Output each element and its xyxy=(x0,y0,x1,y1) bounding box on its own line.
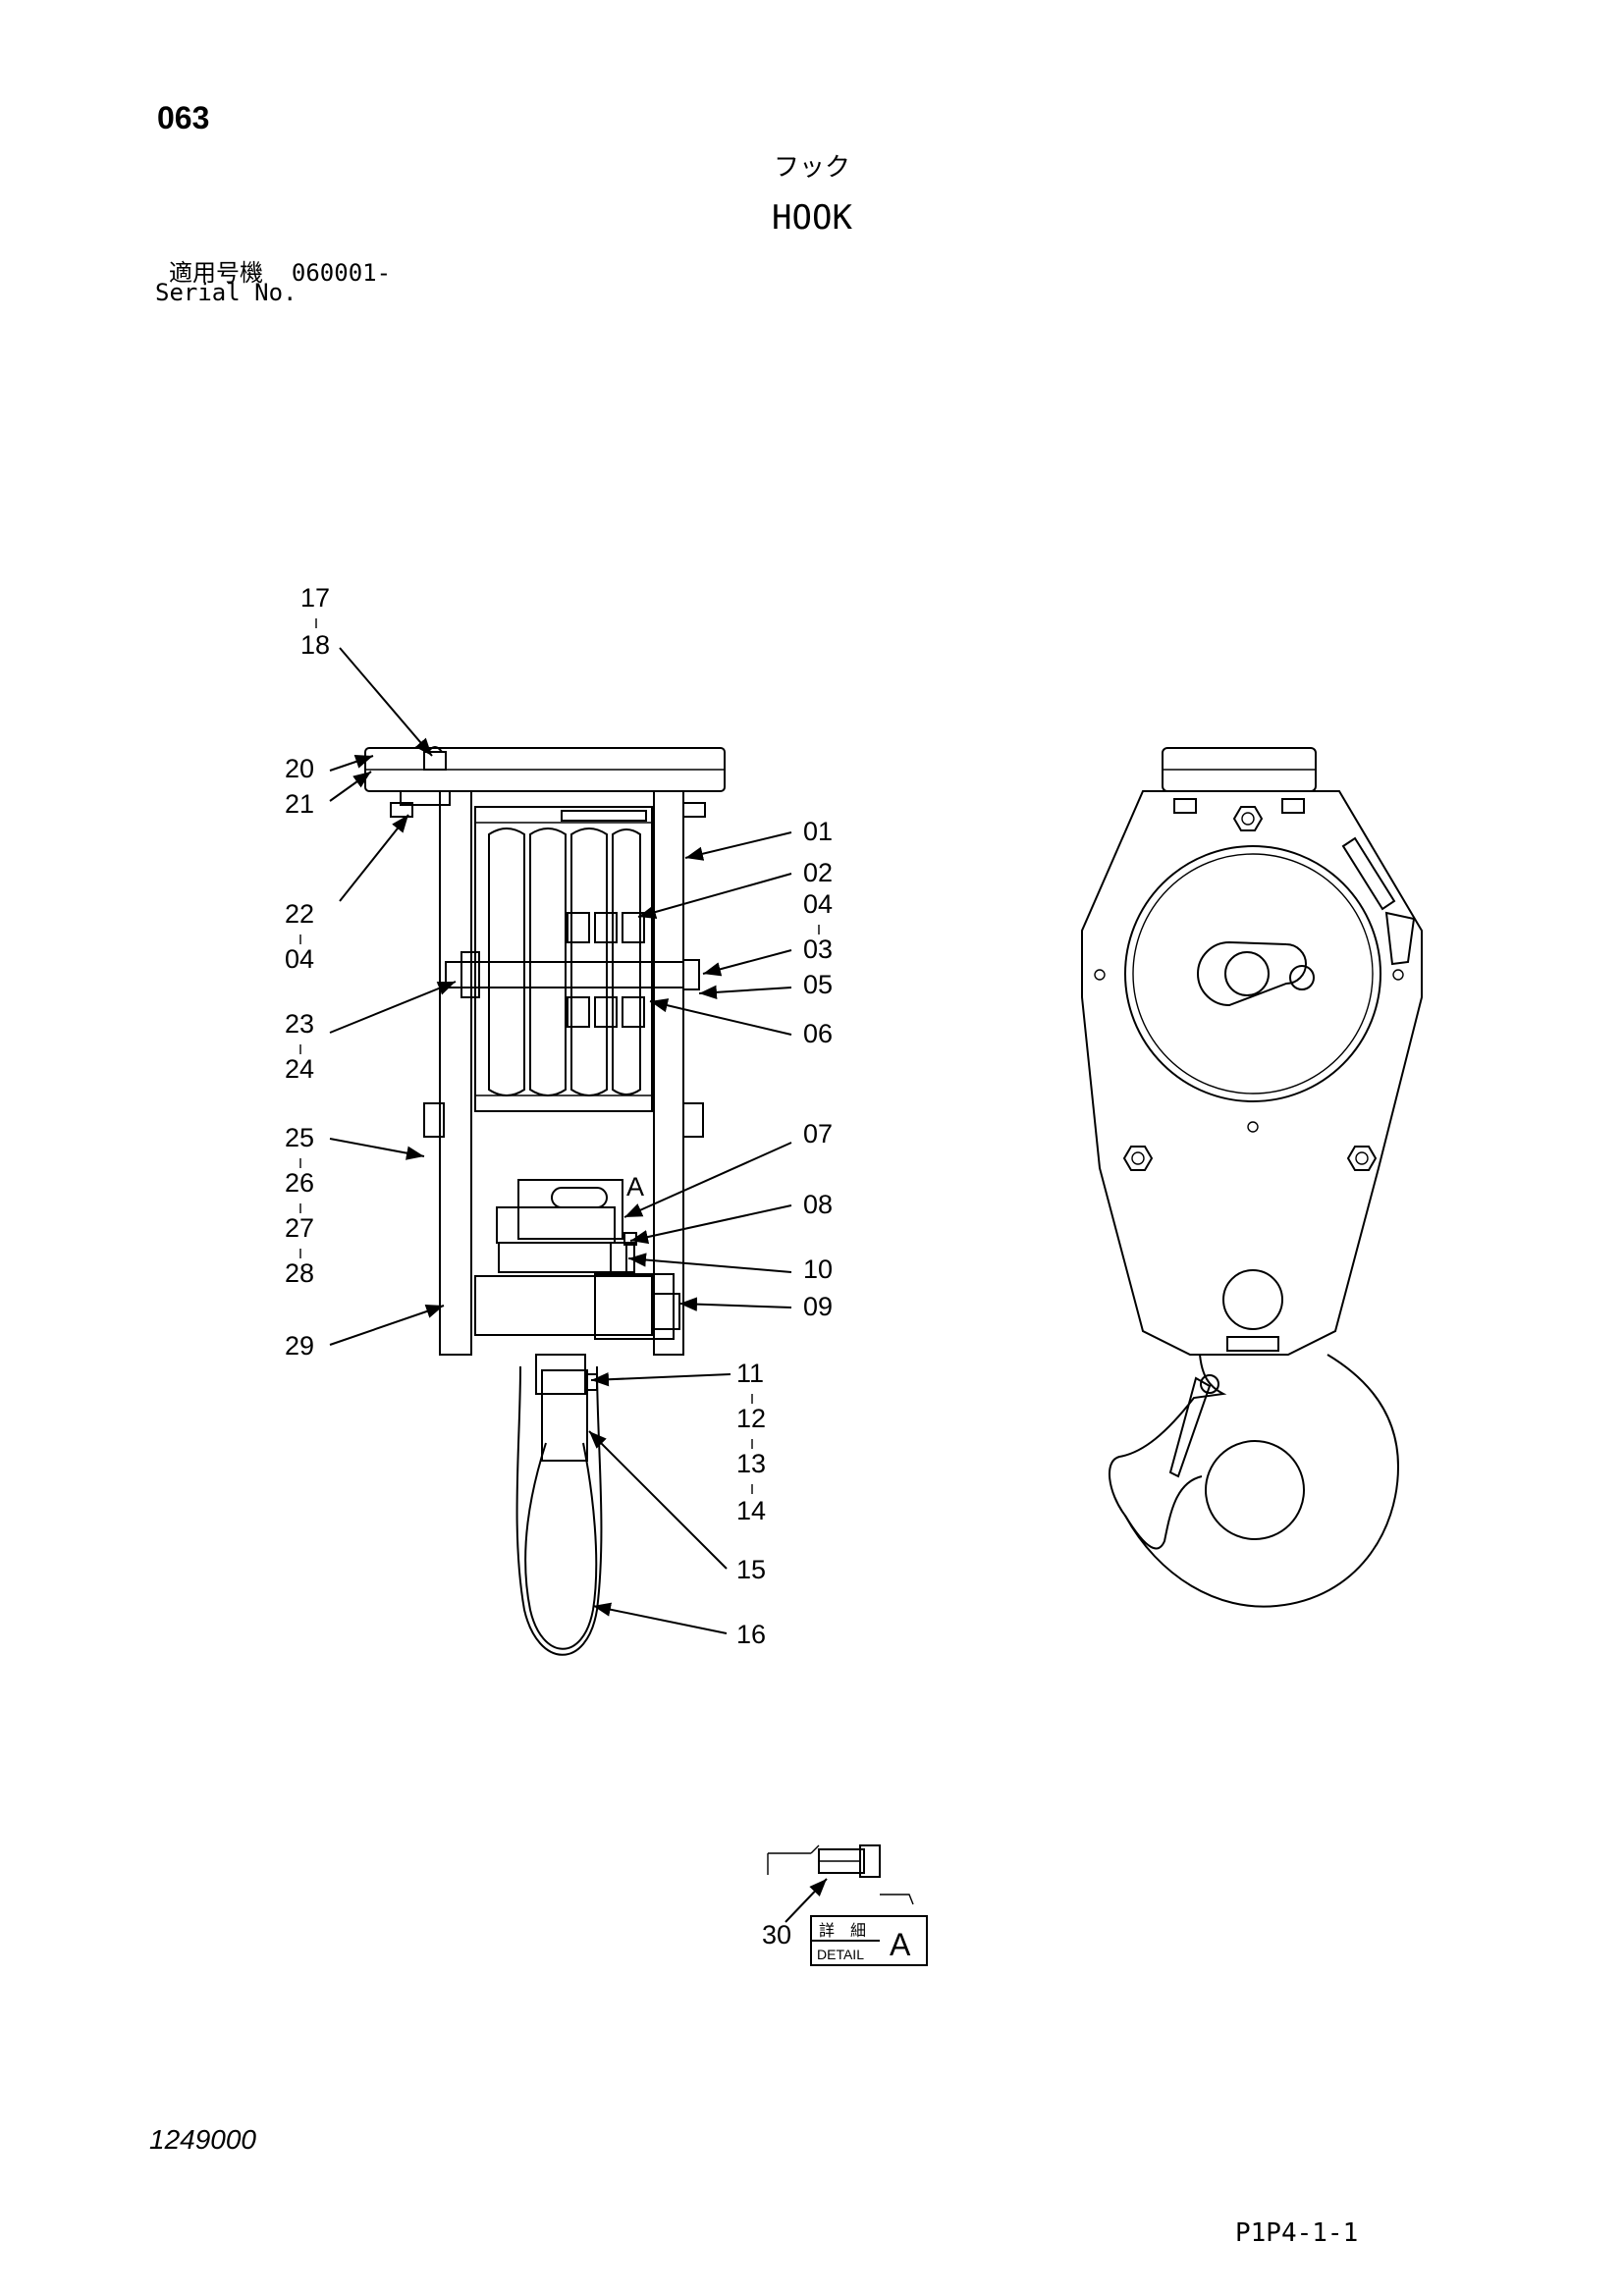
callout-30: 30 xyxy=(762,1920,791,1949)
callout-11: 11 xyxy=(736,1359,764,1388)
callout-label-a: A xyxy=(626,1172,644,1201)
page-code: P1P4-1-1 xyxy=(1235,2218,1359,2248)
callout-01: 01 xyxy=(803,817,833,846)
serial-line-japanese: 適用号機 060001- xyxy=(169,253,391,288)
callout-02: 02 xyxy=(803,858,833,887)
callout-04-right: 04 xyxy=(803,889,833,919)
callout-10: 10 xyxy=(803,1255,833,1284)
callout-08: 08 xyxy=(803,1190,833,1219)
detail-jp: 詳 細 xyxy=(819,1922,866,1940)
drawing-number: 1249000 xyxy=(149,2124,257,2155)
page-number: 063 xyxy=(157,100,210,135)
serial-label-jp: 適用号機 xyxy=(169,259,263,287)
callout-18: 18 xyxy=(300,630,330,660)
callout-04-left: 04 xyxy=(285,944,314,974)
title-japanese: フック xyxy=(773,153,850,183)
callout-03: 03 xyxy=(803,934,833,964)
callout-17: 17 xyxy=(300,583,330,613)
callout-13: 13 xyxy=(736,1449,766,1478)
callout-16: 16 xyxy=(736,1620,766,1649)
callout-27: 27 xyxy=(285,1213,314,1243)
callout-12: 12 xyxy=(736,1404,766,1433)
callout-numbers: 17 18 20 21 22 04 23 24 25 26 27 28 29 0… xyxy=(285,583,833,1649)
callout-15: 15 xyxy=(736,1555,766,1584)
detail-en: DETAIL xyxy=(817,1947,864,1962)
callout-07: 07 xyxy=(803,1119,833,1148)
side-view: A xyxy=(364,746,726,1656)
callout-09: 09 xyxy=(803,1292,833,1321)
callout-21: 21 xyxy=(285,789,314,819)
serial-value: 060001- xyxy=(291,259,392,287)
detail-a-view: 30 詳 細 DETAIL A xyxy=(762,1844,928,1966)
callout-29: 29 xyxy=(285,1331,314,1361)
callout-26: 26 xyxy=(285,1168,314,1198)
detail-letter: A xyxy=(890,1927,911,1962)
callout-14: 14 xyxy=(736,1496,766,1525)
callout-06: 06 xyxy=(803,1019,833,1048)
callout-22: 22 xyxy=(285,899,314,929)
title-english: HOOK xyxy=(772,198,852,238)
front-view xyxy=(1081,747,1423,1608)
callout-28: 28 xyxy=(285,1258,314,1288)
callout-23: 23 xyxy=(285,1009,314,1039)
serial-label-english: Serial No. xyxy=(155,279,298,306)
callout-24: 24 xyxy=(285,1054,314,1084)
callout-05: 05 xyxy=(803,970,833,999)
callout-25: 25 xyxy=(285,1123,314,1152)
leaders xyxy=(329,647,792,1634)
callout-20: 20 xyxy=(285,754,314,783)
